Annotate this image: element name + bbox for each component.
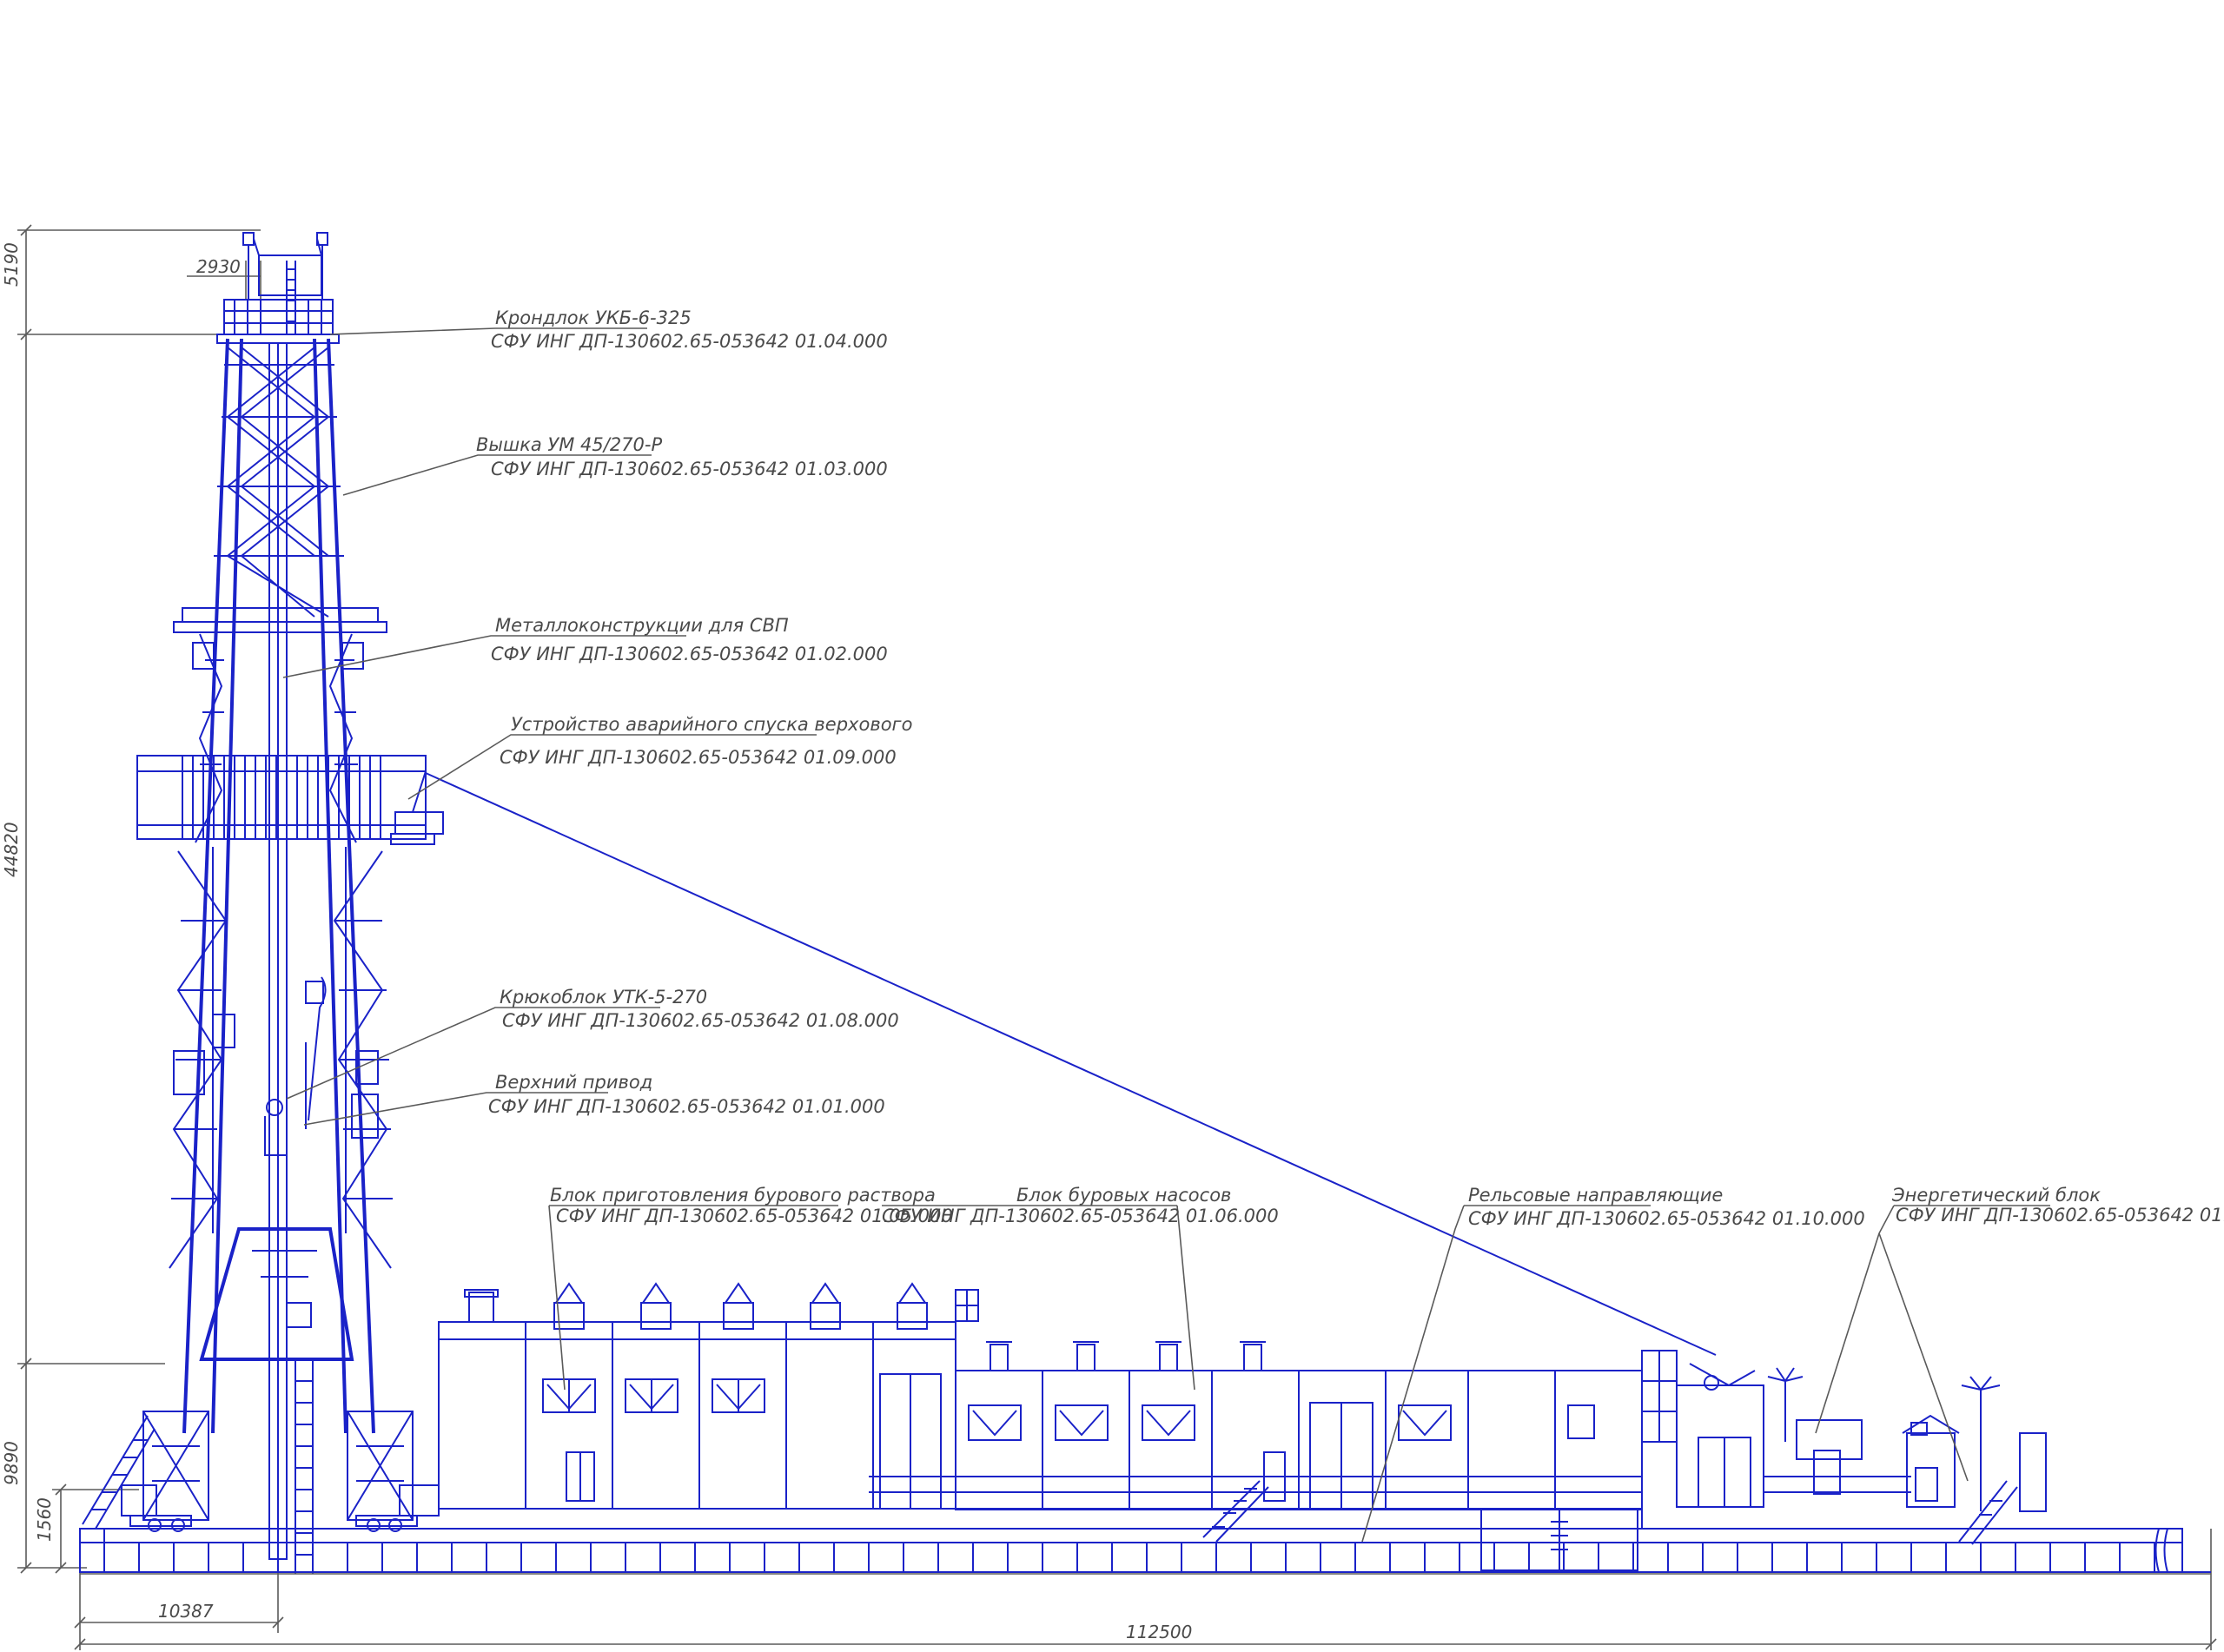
callout-code: СФУ ИНГ ДП-130602.65-053642 01.07.000 xyxy=(1896,1205,2224,1226)
callout-title: Крондлок УКБ-6-325 xyxy=(495,307,692,328)
callout-code: СФУ ИНГ ДП-130602.65-053642 01.01.000 xyxy=(488,1096,885,1117)
callout-title: Верхний привод xyxy=(495,1072,652,1093)
dim-top-width: 2930 xyxy=(196,256,241,277)
dim-floor-height: 1560 xyxy=(34,1497,55,1542)
callout-title: Крюкоблок УТК-5-270 xyxy=(500,987,707,1008)
callout-title: Рельсовые направляющие xyxy=(1468,1185,1723,1206)
callout-code: СФУ ИНГ ДП-130602.65-053642 01.10.000 xyxy=(1468,1208,1865,1229)
dim-total-length: 112500 xyxy=(1126,1622,1192,1642)
dim-base-height: 9890 xyxy=(1,1441,22,1485)
callout-code: СФУ ИНГ ДП-130602.65-053642 01.08.000 xyxy=(502,1010,899,1031)
equipment-blocks xyxy=(79,1282,2211,1575)
callout-code: СФУ ИНГ ДП-130602.65-053642 01.04.000 xyxy=(491,331,888,352)
callout-code: СФУ ИНГ ДП-130602.65-053642 01.09.000 xyxy=(500,747,897,768)
dim-tower-height: 44820 xyxy=(1,822,22,877)
callouts: Крондлок УКБ-6-325 СФУ ИНГ ДП-130602.65-… xyxy=(476,307,2224,1229)
callout-code: СФУ ИНГ ДП-130602.65-053642 01.02.000 xyxy=(491,644,888,664)
callout-title: Энергетический блок xyxy=(1891,1185,2101,1206)
callout-code: СФУ ИНГ ДП-130602.65-053642 01.05.000 xyxy=(556,1206,953,1226)
derrick-tower xyxy=(82,232,1717,1574)
callout-code: СФУ ИНГ ДП-130602.65-053642 01.06.000 xyxy=(882,1206,1279,1226)
leader-lines xyxy=(282,327,2050,1543)
callout-title: Блок приготовления бурового раствора xyxy=(550,1185,936,1206)
callout-title: Вышка УМ 45/270-Р xyxy=(476,434,662,455)
dimension-lines xyxy=(17,224,2217,1650)
callout-title: Металлоконструкции для СВП xyxy=(495,615,789,636)
callout-title: Блок буровых насосов xyxy=(1016,1185,1231,1206)
dim-top-height: 5190 xyxy=(1,242,22,287)
callout-code: СФУ ИНГ ДП-130602.65-053642 01.03.000 xyxy=(491,459,888,479)
callout-title: Устройство аварийного спуска верхового xyxy=(511,714,912,735)
dim-tower-offset: 10387 xyxy=(158,1601,214,1622)
